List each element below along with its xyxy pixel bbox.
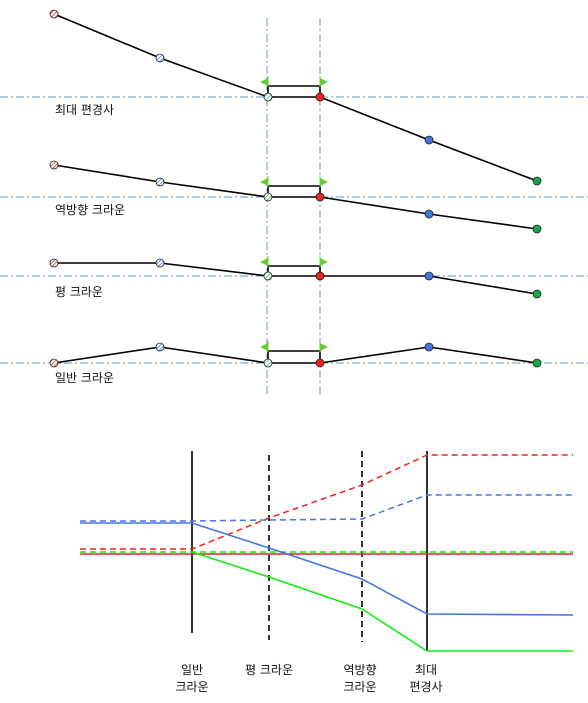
right-shoulder-point bbox=[424, 135, 434, 145]
left-flag-icon bbox=[260, 343, 268, 351]
left-shoulder-point bbox=[155, 342, 165, 352]
station-label-line2: 크라운 bbox=[175, 680, 209, 694]
station-label-line1: 일반 bbox=[180, 663, 204, 677]
profile-label-normal-crown: 일반 크라운 bbox=[54, 371, 116, 385]
graph-line-red-dashed bbox=[80, 454, 573, 550]
station-label-line1: 역방향 bbox=[343, 663, 377, 677]
left-edge-point bbox=[49, 160, 59, 170]
station-label-line1: 최대 bbox=[414, 663, 438, 677]
cross-section-profiles bbox=[0, 9, 588, 397]
left-flag-icon bbox=[260, 258, 268, 266]
station-label-reverse-crown: 역방향 크라운 bbox=[343, 662, 376, 696]
left-edge-point bbox=[49, 258, 59, 268]
left-centre-point bbox=[263, 92, 273, 102]
station-label-normal-crown: 일반 크라운 bbox=[175, 662, 208, 696]
station-label-max-superelevation: 최대 편경사 bbox=[409, 662, 442, 696]
station-label-flat-crown: 평 크라운 bbox=[245, 662, 293, 679]
profile-max-superelevation bbox=[0, 9, 588, 186]
right-centre-point bbox=[315, 92, 325, 102]
left-centre-point bbox=[263, 358, 273, 368]
left-edge-point bbox=[49, 9, 59, 19]
lane-box bbox=[267, 265, 321, 276]
right-edge-point bbox=[532, 289, 542, 299]
profile-label-reverse-crown: 역방향 크라운 bbox=[54, 203, 127, 217]
right-flag-icon bbox=[320, 178, 328, 186]
right-flag-icon bbox=[320, 343, 328, 351]
left-centre-point bbox=[263, 271, 273, 281]
right-edge-point bbox=[532, 176, 542, 186]
right-flag-icon bbox=[320, 78, 328, 86]
station-label-line1: 평 크라운 bbox=[245, 663, 293, 677]
left-centre-point bbox=[263, 192, 273, 202]
profile-label-flat-crown: 평 크라운 bbox=[54, 285, 104, 299]
profile-road-line bbox=[54, 262, 538, 295]
left-flag-icon bbox=[260, 178, 268, 186]
lane-box bbox=[267, 85, 321, 97]
station-label-line2: 편경사 bbox=[409, 680, 443, 694]
profile-label-max-superelevation: 최대 편경사 bbox=[54, 103, 116, 117]
profile-road-line bbox=[53, 346, 538, 364]
right-centre-point bbox=[315, 192, 325, 202]
right-edge-point bbox=[532, 224, 542, 234]
right-edge-point bbox=[532, 358, 542, 368]
left-flag-icon bbox=[260, 78, 268, 86]
left-shoulder-point bbox=[155, 177, 165, 187]
graph-line-green-solid bbox=[191, 551, 573, 652]
left-shoulder-point bbox=[155, 53, 165, 63]
right-centre-point bbox=[315, 271, 325, 281]
lane-box bbox=[267, 350, 321, 363]
right-centre-point bbox=[315, 358, 325, 368]
graph-line-blue-solid bbox=[80, 522, 574, 616]
right-shoulder-point bbox=[424, 271, 434, 281]
station-label-line2: 크라운 bbox=[343, 680, 377, 694]
right-shoulder-point bbox=[424, 342, 434, 352]
profile-road-line bbox=[53, 164, 538, 230]
graph-line-blue-dashed bbox=[80, 494, 573, 522]
transition-graph bbox=[80, 451, 574, 652]
right-flag-icon bbox=[320, 258, 328, 266]
left-shoulder-point bbox=[155, 258, 165, 268]
profile-flat-crown bbox=[0, 256, 588, 299]
left-edge-point bbox=[49, 358, 59, 368]
profile-road-line bbox=[53, 13, 538, 182]
lane-box bbox=[267, 185, 321, 197]
right-shoulder-point bbox=[424, 209, 434, 219]
profile-reverse-crown bbox=[0, 160, 588, 234]
profile-normal-crown bbox=[0, 341, 588, 368]
